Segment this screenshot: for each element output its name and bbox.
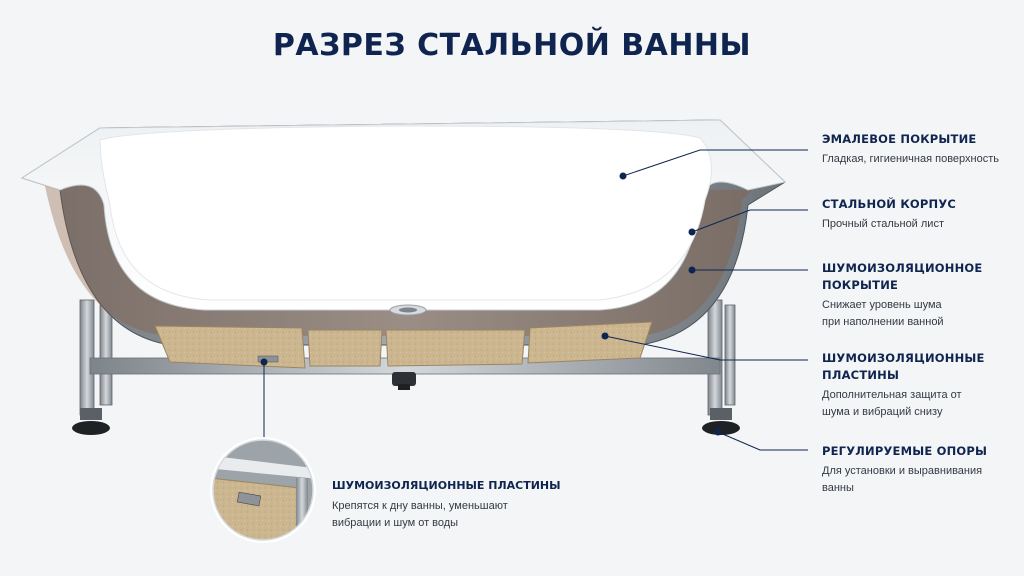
callout-heading: ШУМОИЗОЛЯЦИОННЫЕ ПЛАСТИНЫ — [822, 351, 985, 382]
callout-heading: СТАЛЬНОЙ КОРПУС — [822, 197, 957, 211]
callout-dots — [260, 172, 722, 436]
inset-caption: ШУМОИЗОЛЯЦИОННЫЕ ПЛАСТИНЫ Крепятся к дну… — [332, 478, 562, 532]
bathtub-body — [20, 119, 787, 346]
callout-description: Снижает уровень шума при наполнении ванн… — [822, 299, 944, 328]
callout-heading: ШУМОИЗОЛЯЦИОННОЕ ПОКРЫТИЕ — [822, 261, 983, 292]
callout-heading: РЕГУЛИРУЕМЫЕ ОПОРЫ — [822, 444, 988, 458]
page-title: РАЗРЕЗ СТАЛЬНОЙ ВАННЫ — [272, 28, 752, 63]
callout-description: Для установки и выравнивания ванны — [822, 465, 983, 494]
callout-lines — [263, 149, 808, 451]
noise-insulation-pads — [154, 321, 653, 369]
callout-noise-pads: ШУМОИЗОЛЯЦИОННЫЕ ПЛАСТИНЫ Дополнительная… — [822, 350, 985, 421]
callout-description: Гладкая, гигиеничная поверхность — [822, 153, 999, 165]
callout-heading: ЭМАЛЕВОЕ ПОКРЫТИЕ — [822, 132, 977, 146]
callout-description: Дополнительная защита от шума и вибраций… — [822, 389, 962, 418]
inset-description: Крепятся к дну ванны, уменьшают вибрации… — [332, 500, 508, 529]
callout-adjustable-legs: РЕГУЛИРУЕМЫЕ ОПОРЫ Для установки и вырав… — [822, 443, 992, 497]
callout-enamel: ЭМАЛЕВОЕ ПОКРЫТИЕ Гладкая, гигиеничная п… — [822, 131, 1022, 168]
callout-description: Прочный стальной лист — [822, 218, 944, 230]
inset-heading: ШУМОИЗОЛЯЦИОННЫЕ ПЛАСТИНЫ — [332, 479, 561, 492]
pad-detail-inset — [210, 437, 316, 543]
callout-noise-coating: ШУМОИЗОЛЯЦИОННОЕ ПОКРЫТИЕ Снижает уровен… — [822, 260, 983, 331]
callout-steel-body: СТАЛЬНОЙ КОРПУС Прочный стальной лист — [822, 196, 1022, 233]
